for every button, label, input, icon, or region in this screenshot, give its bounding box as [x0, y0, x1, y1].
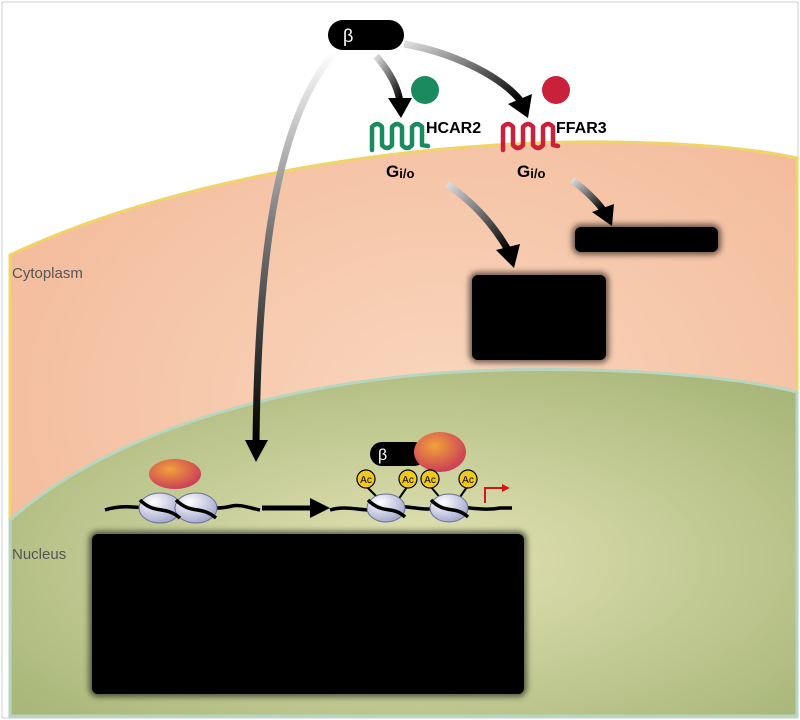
acetyl-group-2: Ac: [398, 469, 418, 489]
hcar2-gio-label: Gi/o: [386, 162, 414, 181]
beta-symbol: β: [343, 26, 353, 46]
svg-text:Ac: Ac: [360, 475, 372, 486]
ffar3-label: FFAR3: [556, 120, 607, 137]
hcar2-receptor: [369, 121, 431, 153]
ffar3-receptor: [500, 121, 561, 153]
beta-hydroxybutyrate-pill: [328, 20, 404, 50]
ffar3-gio-label: Gi/o: [517, 162, 545, 181]
dna-wrap-right-2: [429, 498, 470, 519]
svg-text:Ac: Ac: [424, 475, 436, 486]
hcar2-downstream-arrow-head: [496, 244, 520, 268]
arrow-to-ffar3-head: [508, 94, 532, 118]
beta-symbol-bound: β: [378, 447, 387, 464]
dna-wrap-left-2: [174, 498, 218, 520]
svg-text:Ac: Ac: [402, 475, 414, 486]
dna-wrap-right-1: [366, 498, 407, 519]
cytoplasm-label: Cytoplasm: [12, 265, 83, 282]
ffar3-ligand: [542, 76, 570, 104]
redacted-box-hcar2-effect: [472, 275, 606, 360]
transition-arrow-head: [310, 498, 330, 518]
long-arrow-to-nucleus: [252, 49, 338, 446]
hcar2-label: HCAR2: [426, 120, 481, 137]
dna-wrap-left-1: [138, 498, 182, 520]
hdac-right: [414, 432, 466, 472]
hcar2-downstream-arrow: [445, 181, 512, 252]
beta-hydroxybutyrate-bound: [370, 442, 426, 466]
redacted-box-ffar3-effect: [575, 227, 718, 252]
transcription-start-arrow: [484, 487, 503, 503]
arrow-to-hcar2-head: [388, 98, 412, 118]
acetyl-group-4: Ac: [458, 469, 478, 489]
nucleus-label: Nucleus: [12, 546, 67, 563]
ffar3-downstream-arrow-head: [592, 204, 614, 226]
arrow-to-ffar3: [403, 40, 523, 103]
acetyl-group-1: Ac: [356, 469, 376, 489]
dna-strand-right: [329, 504, 512, 512]
hdac-left: [149, 459, 201, 489]
long-arrow-head: [245, 440, 268, 462]
redacted-box-nucleus-text: [92, 534, 524, 694]
svg-text:Ac: Ac: [462, 475, 474, 486]
ffar3-downstream-arrow: [569, 177, 606, 213]
hcar2-ligand: [411, 76, 439, 104]
acetyl-group-3: Ac: [420, 469, 440, 489]
transcription-start-arrow-head: [502, 484, 510, 492]
